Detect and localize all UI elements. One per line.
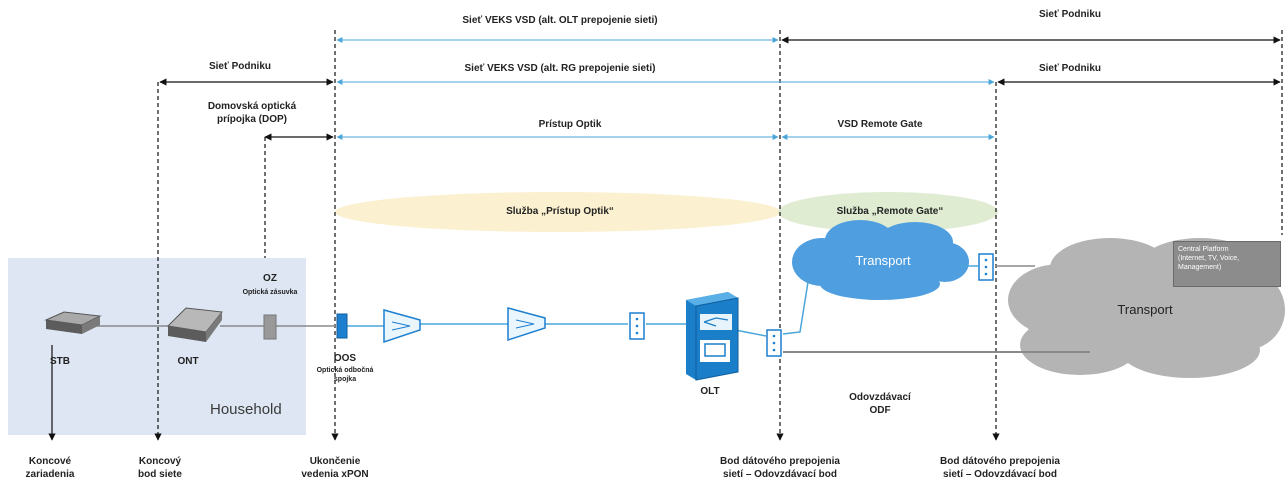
label-oos-title: OOS	[333, 353, 357, 364]
service-pristup-optik-ellipse	[335, 192, 781, 232]
label-dop: Domovská optická prípojka (DOP)	[207, 101, 297, 125]
ont-device	[166, 307, 223, 342]
boundary-lines	[48, 30, 1283, 441]
label-oos-sub: Optická odbočná spojka	[316, 367, 374, 383]
label-koncove-zariadenia: Koncové zariadenia	[25, 456, 75, 480]
label-oz-title: OZ	[263, 273, 277, 284]
transport-cloud-small	[792, 220, 969, 300]
label-service-remote-gate: Služba „Remote Gate“	[836, 206, 944, 217]
service-remote-gate-ellipse	[778, 192, 998, 232]
splitter-2	[507, 307, 546, 342]
household-label: Household	[210, 401, 282, 418]
label-transport-small: Transport	[855, 253, 911, 268]
label-siet-podniku-top-right: Sieť Podniku	[1038, 9, 1102, 20]
odf-panel-remote	[978, 253, 994, 281]
label-transport-big: Transport	[1117, 302, 1173, 317]
label-pristup-optik: Prístup Optik	[538, 119, 602, 130]
odf-panel-handover	[766, 329, 782, 357]
label-odovzdavaci-odf: Odovzdávací ODF	[849, 392, 911, 416]
label-olt: OLT	[700, 386, 720, 397]
label-siet-veks-rg: Sieť VEKS VSD (alt. RG prepojenie sieti)	[464, 63, 656, 74]
label-bod-2: Bod dátového prepojenia sietí – Odovzdáv…	[939, 456, 1060, 480]
link-olt-handover	[734, 329, 767, 337]
label-ont: ONT	[177, 356, 199, 367]
label-siet-podniku-left: Sieť Podniku	[208, 61, 272, 72]
oz-socket	[263, 314, 277, 340]
label-oz-sub: Optická zásuvka	[242, 289, 298, 296]
label-stb: STB	[50, 356, 70, 367]
odf-panel-1	[629, 312, 645, 340]
oos-splice	[336, 313, 348, 339]
label-koncovy-bod: Koncový bod siete	[138, 456, 182, 480]
label-service-pristup-optik: Služba „Prístup Optik“	[506, 206, 614, 217]
label-bod-1: Bod dátového prepojenia sietí – Odovzdáv…	[719, 456, 840, 480]
stb-device	[44, 311, 102, 334]
label-ukoncenie: Ukončenie vedenia xPON	[301, 456, 369, 480]
olt-device	[686, 292, 739, 381]
household-area	[8, 258, 306, 435]
label-vsd-remote-gate: VSD Remote Gate	[837, 119, 923, 130]
link-handover-cloud	[782, 281, 809, 335]
central-platform-box: Central Platform (Internet, TV, Voice, M…	[1173, 241, 1281, 287]
splitter-1	[383, 309, 421, 344]
label-siet-podniku-mid-right: Sieť Podniku	[1038, 63, 1102, 74]
label-siet-veks-olt: Sieť VEKS VSD (alt. OLT prepojenie sieti…	[462, 15, 658, 26]
